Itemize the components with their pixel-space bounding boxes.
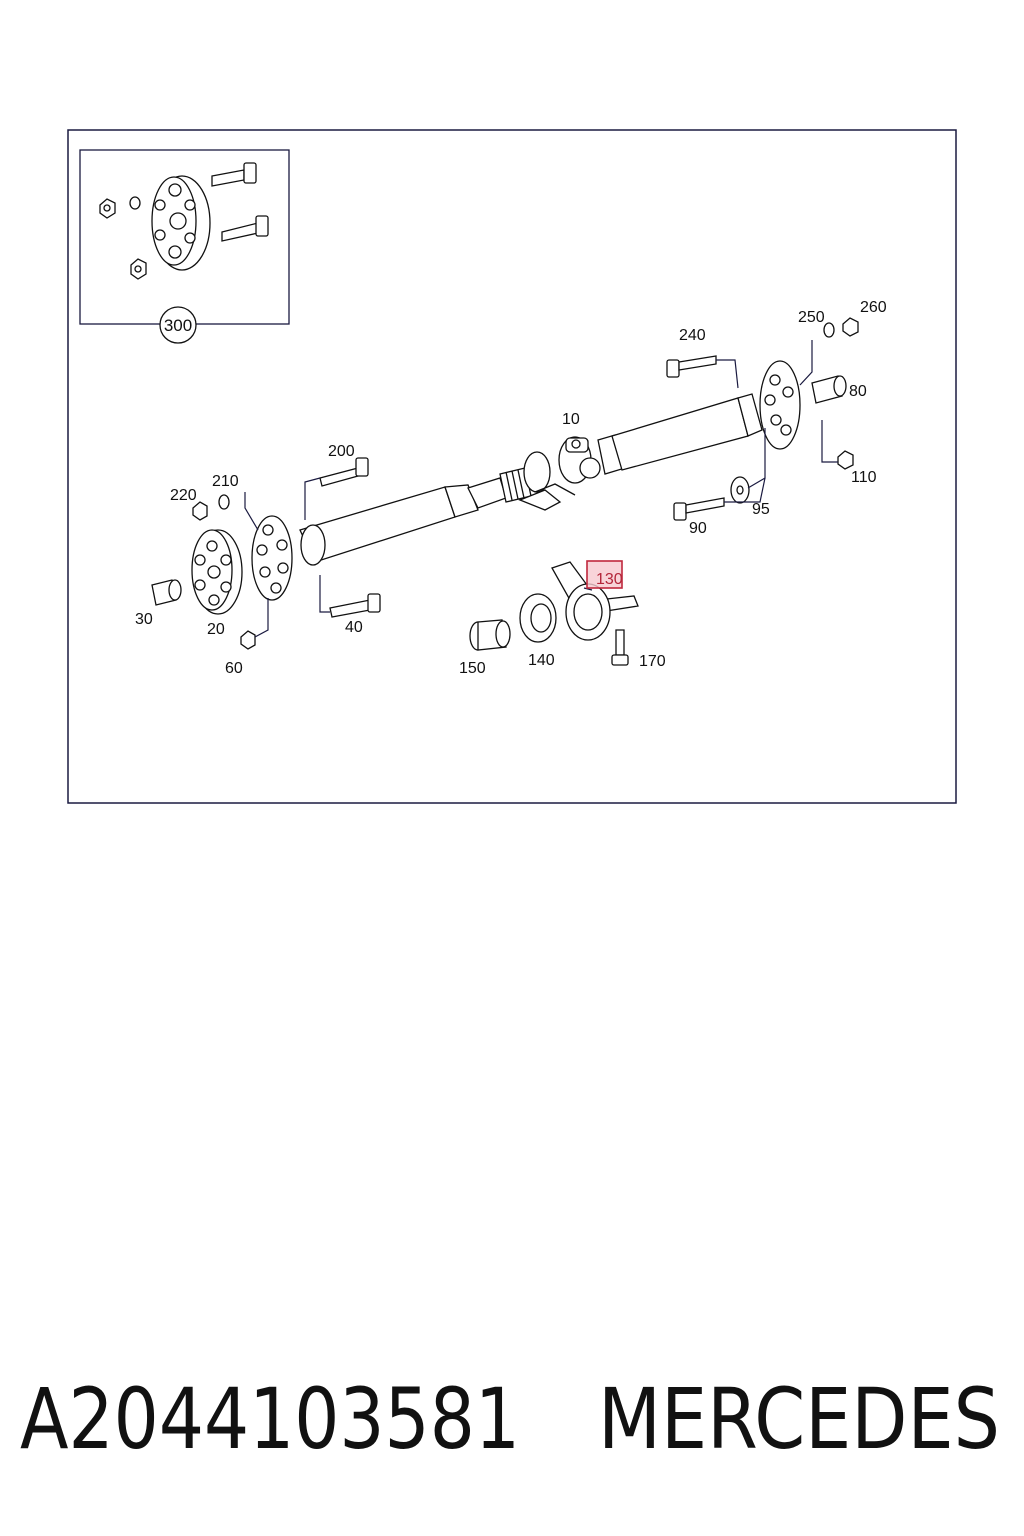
callout-170: 170 <box>639 653 666 670</box>
callout-130: 130 <box>596 571 623 588</box>
brand-name: MERCEDES <box>598 1370 1000 1468</box>
washer-210 <box>218 494 230 510</box>
callout-80: 80 <box>849 383 867 400</box>
inset-label-circle <box>159 306 197 344</box>
callout-150: 150 <box>459 660 486 677</box>
leader-lines <box>244 340 838 638</box>
screw-170 <box>611 629 629 666</box>
center-bearing-130 <box>551 561 639 641</box>
callout-140: 140 <box>528 652 555 669</box>
bolt-90 <box>673 497 725 521</box>
highlight-box-130 <box>586 560 623 589</box>
bearing-140 <box>519 593 557 643</box>
nut-260 <box>842 317 859 337</box>
bolt-240 <box>666 355 717 378</box>
callout-110: 110 <box>851 469 877 486</box>
nut-110 <box>837 450 854 470</box>
front-bushing <box>151 579 182 606</box>
callout-20: 20 <box>207 621 225 638</box>
part-number: A2044103581 <box>20 1370 520 1468</box>
inset-label: 300 <box>164 316 192 335</box>
inset-flex-disc-kit: 300 <box>79 149 290 344</box>
callout-260: 260 <box>860 299 887 316</box>
bolt-200 <box>319 457 369 487</box>
washer-95 <box>730 476 750 504</box>
caption-bar: A2044103581 MERCEDES <box>20 1370 1000 1468</box>
washer-250 <box>823 322 835 338</box>
bolt-40 <box>329 593 381 618</box>
callout-240: 240 <box>679 327 706 344</box>
callout-40: 40 <box>345 619 363 636</box>
seal-150 <box>469 619 511 651</box>
callout-200: 200 <box>328 443 355 460</box>
callout-60: 60 <box>225 660 243 677</box>
nut-60 <box>240 630 256 650</box>
propeller-shaft <box>251 360 801 601</box>
nut-220 <box>192 501 208 521</box>
bushing-80 <box>811 375 847 404</box>
callout-95: 95 <box>752 501 770 518</box>
callout-220: 220 <box>170 487 197 504</box>
front-flex-disc <box>191 529 243 615</box>
callout-210: 210 <box>212 473 239 490</box>
callout-250: 250 <box>798 309 825 326</box>
callout-10: 10 <box>562 411 580 428</box>
callout-90: 90 <box>689 520 707 537</box>
callout-30: 30 <box>135 611 153 628</box>
parts-diagram: 300 <box>67 129 957 804</box>
